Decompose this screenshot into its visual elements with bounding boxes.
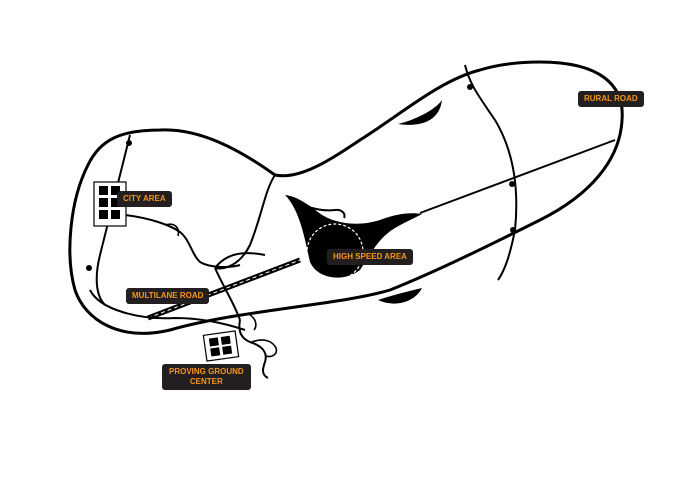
pgc-buildings (202, 330, 240, 362)
junction-marker (86, 265, 92, 271)
multilane-road-label: MULTILANE ROAD (126, 288, 210, 304)
bottom-curve-bump (378, 288, 422, 304)
high-speed-area-shape (285, 195, 422, 278)
inner-connector-road (214, 174, 276, 270)
rural-road-label: RURAL ROAD (578, 91, 644, 107)
rural-straight-road (419, 139, 616, 214)
outer-perimeter-road (68, 60, 624, 335)
city-curve-road (124, 214, 241, 268)
high-speed-inner-curve (289, 197, 346, 219)
city-vertical-road (95, 134, 131, 306)
city-area-label: CITY AREA (117, 191, 172, 207)
high-speed-area-label: HIGH SPEED AREA (327, 249, 413, 265)
multilane-road-center (147, 259, 301, 319)
inner-connector-road (214, 252, 266, 269)
pgc-access-road (238, 319, 269, 379)
junction-marker (510, 227, 516, 233)
proving-ground-label-line1: PROVING GROUND (169, 367, 244, 376)
top-curve-bump (398, 100, 442, 125)
pgc-access-road (249, 314, 257, 331)
junction-marker (509, 181, 515, 187)
lower-left-loop-road (89, 289, 246, 331)
north-connector-road (464, 64, 518, 281)
proving-ground-center-label: PROVING GROUND CENTER (162, 364, 251, 390)
pgc-access-road (251, 339, 278, 358)
proving-ground-label-line2: CENTER (189, 377, 223, 386)
junction-marker (467, 84, 473, 90)
city-branch-road (164, 223, 180, 237)
junction-marker (126, 140, 132, 146)
inner-connector-road (214, 267, 241, 321)
